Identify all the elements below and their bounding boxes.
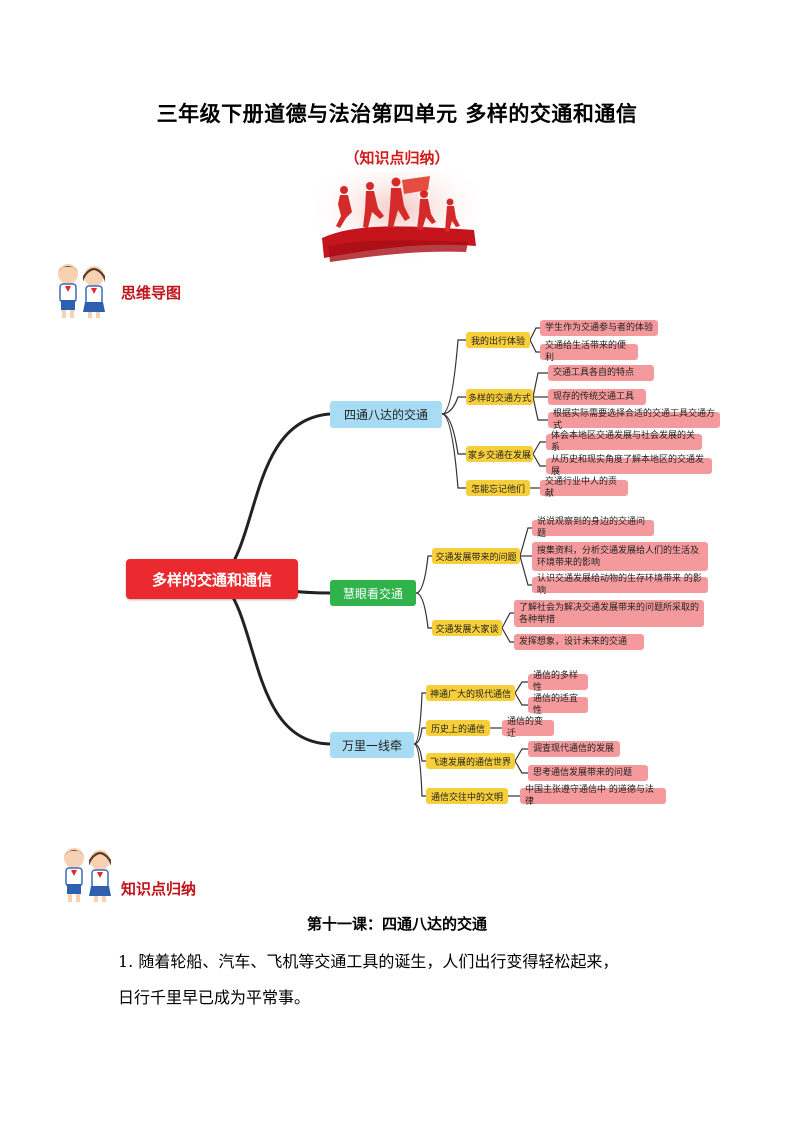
sub-modern-communication: 神通广大的现代通信: [426, 685, 515, 701]
sub-transport-modes: 多样的交通方式: [466, 389, 533, 405]
leaf-item: 根据实际需要选择合适的交通工具交通方式: [548, 409, 720, 431]
page-title: 三年级下册道德与法治第四单元 多样的交通和通信: [156, 101, 638, 126]
sub-communication-world: 飞速发展的通信世界: [426, 753, 515, 769]
leaf-item: 发挥想象，设计未来的交通: [514, 634, 644, 650]
two-students-icon: [64, 848, 111, 902]
lesson-paragraph-line: 1. 随着轮船、汽车、飞机等交通工具的诞生，人们出行变得轻松起来，: [118, 952, 619, 971]
leaf-item: 现存的传统交通工具: [548, 389, 646, 405]
sports-runners-banner-image: [318, 172, 478, 264]
two-students-icon: [58, 264, 105, 318]
sub-transport-problems: 交通发展带来的问题: [432, 548, 520, 564]
leaf-item: 说说观察到的身边的交通问题: [532, 517, 654, 539]
branch-transport-network: 四通八达的交通: [330, 401, 442, 428]
leaf-item: 从历史和现实角度了解本地区的交通发展: [546, 455, 712, 477]
page-subtitle: （知识点归纳）: [344, 149, 450, 167]
sub-remember-them: 怎能忘记他们: [466, 480, 530, 496]
leaf-item: 通信的多样性: [528, 671, 588, 693]
leaf-item: 了解社会为解决交通发展带来的问题所采取的各种举措: [514, 600, 704, 627]
knowledge-section-label: 知识点归纳: [121, 880, 197, 898]
lesson-title: 第十一课：四通八达的交通: [306, 915, 487, 933]
sub-transport-discussion: 交通发展大家谈: [432, 620, 502, 636]
leaf-item: 交通行业中人的贡献: [540, 477, 628, 499]
leaf-item: 学生作为交通参与者的体验: [540, 320, 658, 336]
lesson-paragraph-line: 日行千里早已成为平常事。: [118, 988, 311, 1007]
mindmap-center-node: 多样的交通和通信: [126, 559, 298, 599]
branch-communication: 万里一线牵: [330, 732, 414, 758]
leaf-item: 思考通信发展带来的问题: [528, 765, 648, 781]
sub-travel-experience: 我的出行体验: [466, 332, 530, 348]
leaf-item: 中国主张遵守通信中 的道德与法律: [520, 785, 666, 807]
leaf-item: 搜集资料，分析交通发展给人们的生活及环境带来的影响: [532, 542, 708, 571]
leaf-item: 认识交通发展给动物的生存环境带来 的影响: [532, 574, 708, 596]
leaf-item: 通信的变迁: [502, 717, 554, 739]
leaf-item: 交通给生活带来的便利: [540, 341, 638, 363]
sub-historical-communication: 历史上的通信: [426, 720, 490, 736]
leaf-item: 交通工具各自的特点: [548, 365, 654, 381]
leaf-item: 调查现代通信的发展: [528, 741, 620, 757]
branch-view-transport: 慧眼看交通: [330, 580, 416, 606]
sub-hometown-transport: 家乡交通在发展: [466, 446, 533, 462]
sub-communication-civility: 通信交往中的文明: [426, 788, 508, 804]
leaf-item: 通信的适宜性: [528, 694, 588, 716]
leaf-item: 体会本地区交通发展与社会发展的关系: [546, 431, 702, 453]
mindmap-section-label: 思维导图: [121, 284, 182, 302]
